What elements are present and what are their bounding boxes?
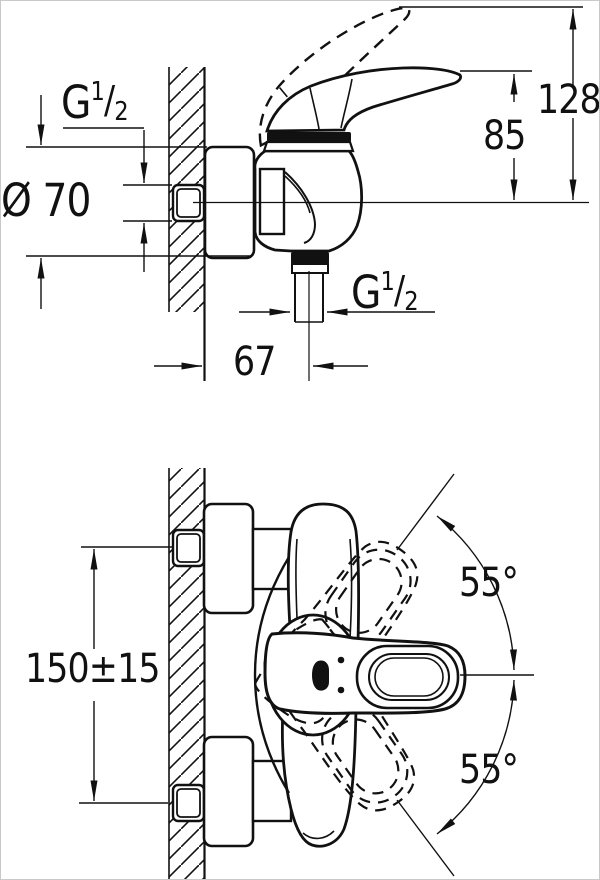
dim-label-inlet-spacing: 150±15 <box>25 646 161 692</box>
lever-handle <box>265 66 462 133</box>
plan-view <box>79 468 534 879</box>
cartridge-collar <box>262 140 355 153</box>
dim-label-lever-height: 85 <box>483 113 526 159</box>
dim-label-swivel-upper: 55° <box>459 560 519 606</box>
grip-loop-inner <box>374 657 444 697</box>
dim-label-diameter: Ø 70 <box>1 174 91 227</box>
upper-union-cylinder <box>251 527 293 591</box>
lever-swivel-upper-dashed <box>253 540 419 725</box>
lower-union-block <box>202 735 255 848</box>
dim-label-outlet-offset: 67 <box>233 339 276 385</box>
dim-label-swivel-lower: 55° <box>459 747 519 793</box>
dim-label-inlet-thread: G1/2 <box>61 76 129 129</box>
upper-union-block <box>202 502 255 615</box>
side-view <box>26 6 589 381</box>
outlet-ring <box>291 252 329 264</box>
grip-mark <box>312 660 329 691</box>
grip-loop-middle <box>368 653 450 701</box>
body-profile-arc <box>253 556 291 794</box>
dimension-lines <box>26 6 583 370</box>
body-lower-stub <box>280 705 358 848</box>
lever-grip <box>263 631 467 715</box>
dim-label-total-height: 128 <box>537 77 600 123</box>
dimension-lines <box>79 473 534 877</box>
cap-band <box>267 132 351 142</box>
dim-label-outlet-thread: G1/2 <box>351 266 419 319</box>
body-upper-dome <box>286 502 360 645</box>
grip-loop-outer <box>355 644 460 710</box>
body-connector <box>258 167 286 236</box>
